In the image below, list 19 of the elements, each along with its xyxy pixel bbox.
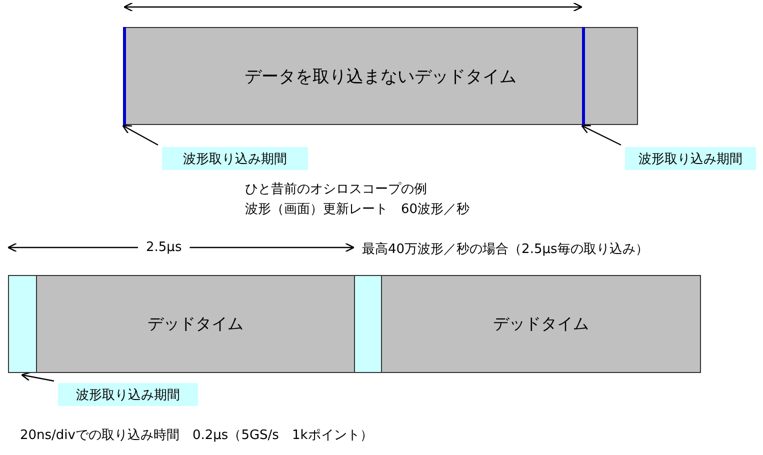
caption-text: ひと昔前のオシロスコープの例 xyxy=(245,181,427,198)
note-text: 最高40万波形／秒の場合（2.5μs毎の取り込み） xyxy=(362,241,648,258)
capture-line xyxy=(582,27,585,125)
capture-period-box xyxy=(354,275,382,373)
capture-period-label: 波形取り込み期間 xyxy=(625,147,756,170)
leader-arrow xyxy=(122,124,158,146)
capture-period-box xyxy=(8,275,37,373)
double-arrow xyxy=(124,2,582,12)
leader-arrow xyxy=(581,124,622,146)
capture-period-label: 波形取り込み期間 xyxy=(58,383,198,406)
capture-period-label: 波形取り込み期間 xyxy=(162,147,308,170)
dead-time-box: デッドタイム xyxy=(36,275,355,373)
note-text: 20ns/divでの取り込み時間 0.2μs（5GS/s 1kポイント） xyxy=(20,427,373,444)
leader-arrow xyxy=(21,372,54,382)
dead-time-box: データを取り込まないデッドタイム xyxy=(123,27,638,125)
dead-time-box: デッドタイム xyxy=(381,275,701,373)
capture-line xyxy=(123,27,126,125)
dimension-label: 2.5μs xyxy=(146,240,182,255)
caption-text: 波形（画面）更新レート 60波形／秒 xyxy=(245,201,470,218)
